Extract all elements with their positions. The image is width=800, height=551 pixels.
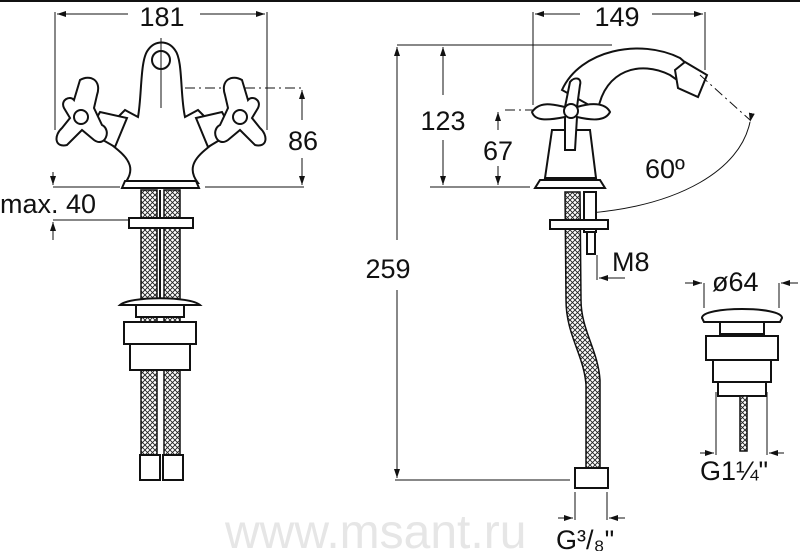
dim-m8: M8 bbox=[612, 247, 650, 277]
side-view: 149 259 123 67 60º M8 G³/₈" bbox=[365, 2, 755, 551]
dim-64: ø64 bbox=[712, 267, 759, 297]
dim-67: 67 bbox=[483, 136, 513, 166]
dim-259: 259 bbox=[365, 254, 410, 284]
watermark: www.msant.ru bbox=[224, 506, 526, 551]
dim-86: 86 bbox=[288, 126, 318, 156]
dim-60-degrees: 60º bbox=[645, 154, 685, 184]
dim-g3-8: G³/₈" bbox=[556, 525, 614, 551]
drain-view: ø64 G1¼" bbox=[685, 267, 798, 486]
dim-123: 123 bbox=[420, 106, 465, 136]
dim-181: 181 bbox=[139, 2, 184, 32]
dim-g1-1-4: G1¼" bbox=[700, 456, 768, 486]
dim-149: 149 bbox=[594, 2, 639, 32]
dim-max-40: max. 40 bbox=[0, 189, 96, 219]
front-view: 181 86 max. 40 bbox=[0, 2, 318, 481]
